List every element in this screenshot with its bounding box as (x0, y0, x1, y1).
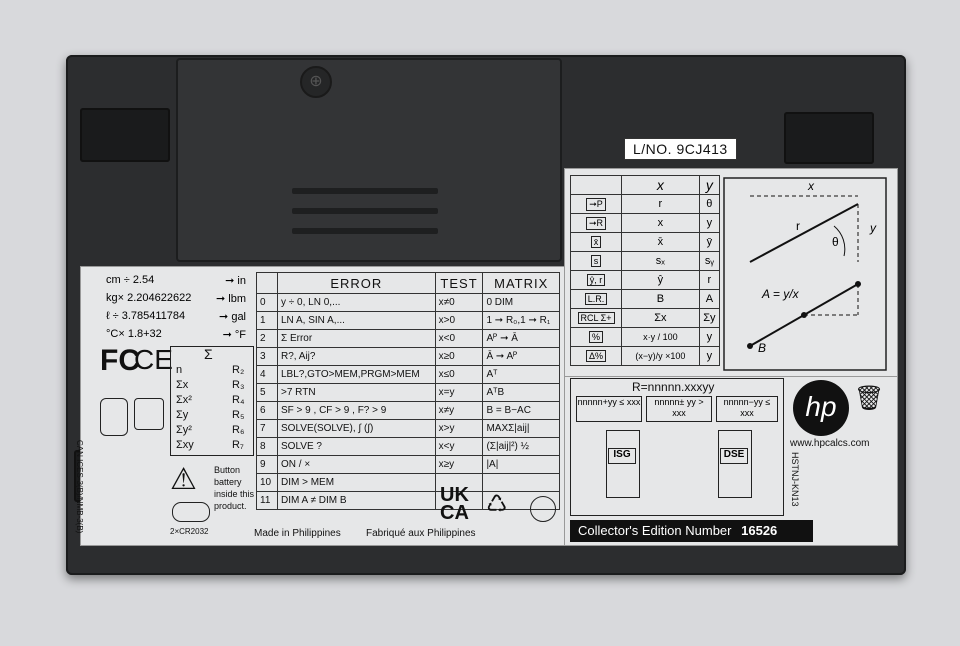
table-row: x̄x̄ȳ (570, 232, 721, 252)
stats-diagram: x y r θ A = y/x B (723, 177, 887, 371)
ukca-logo: UK CA (440, 484, 469, 524)
test-header: TEST (434, 272, 484, 294)
graph-formula: A = y/x (761, 287, 800, 301)
lot-number-label: L/NO. 9CJ413 (624, 138, 737, 160)
fabrique-text: Fabriqué aux Philippines (366, 528, 476, 539)
rubber-foot-top-left (80, 108, 170, 162)
model-code: HSTNJ-KN13 (790, 452, 800, 507)
rounding-box: nnnnn+yy ≤ xxx (576, 396, 642, 422)
dse-block (718, 430, 752, 498)
sigma-reg: R₇ (232, 439, 244, 451)
grip-line (292, 208, 438, 214)
error-header: ERROR (277, 272, 436, 294)
graph-theta-label: θ (832, 235, 839, 249)
edition-number: 16526 (741, 523, 778, 538)
collectors-edition-bar: Collector's Edition Number 16526 (570, 520, 813, 542)
sigma-sym: n (176, 364, 183, 376)
made-in-text: Made in Philippines (254, 528, 341, 539)
sigma-sym: Σx (176, 379, 189, 391)
weee-bin-icon: 🗑 (854, 385, 885, 412)
recycle-person-icon: ♺ (486, 491, 508, 518)
rounding-box: nnnnn−yy ≤ xxx (716, 396, 778, 422)
graph-y-label: y (869, 221, 877, 235)
isg-label: ISG (608, 448, 636, 464)
sigma-reg: R₂ (232, 364, 245, 376)
isg-block (606, 430, 640, 498)
eco-10-icon (530, 496, 556, 522)
coin-cell-icon (172, 502, 210, 522)
sigma-reg: R₆ (232, 424, 245, 436)
collectors-label: Collector's Edition Number (578, 523, 732, 538)
ce-logo: CE (134, 344, 173, 375)
rcm-icon (100, 398, 128, 436)
graph-b-label: B (758, 341, 766, 355)
conversion-row: ℓ ÷ 3.785411784➞ gal (106, 310, 246, 323)
conversion-row: °C× 1.8+32➞ °F (106, 328, 246, 341)
fc-logo: FC (100, 344, 140, 377)
grip-line (292, 228, 438, 234)
dse-label: DSE (720, 448, 748, 464)
battery-warning: Button battery inside this product. (214, 465, 255, 511)
rounding-header: R=nnnnn.xxxyy (632, 380, 715, 394)
sigma-sym: Σy (176, 409, 189, 421)
matrix-header: MATRIX (482, 272, 560, 294)
sigma-register-table (170, 346, 254, 456)
sigma-header: Σ (204, 346, 213, 362)
compliance-text: CAN ICES-3(B)/NMB-3(B) (75, 440, 84, 534)
rubber-foot-top-right (784, 112, 874, 164)
conversion-row: cm ÷ 2.54➞ in (106, 274, 246, 287)
conversion-row: kg× 2.204622622➞ lbm (106, 292, 246, 305)
ukca-check-icon (134, 398, 164, 430)
warning-triangle-icon: ⚠ (170, 463, 197, 496)
battery-type: 2×CR2032 (170, 527, 209, 536)
rounding-box: nnnnn± yy > xxx (646, 396, 712, 422)
sigma-sym: Σy² (176, 424, 192, 436)
hp-logo: hp (793, 380, 849, 436)
sigma-reg: R₃ (232, 379, 245, 391)
sigma-reg: R₅ (232, 409, 245, 421)
graph-x-label: x (807, 179, 815, 193)
graph-r-label: r (796, 219, 800, 233)
sigma-sym: Σx² (176, 394, 192, 406)
website-text: www.hpcalcs.com (790, 438, 870, 449)
isg-dse-diagram (570, 378, 784, 516)
screw-icon: ⊕ (300, 66, 332, 98)
sigma-sym: Σxy (176, 439, 194, 451)
sigma-reg: R₄ (232, 394, 245, 406)
grip-line (292, 188, 438, 194)
